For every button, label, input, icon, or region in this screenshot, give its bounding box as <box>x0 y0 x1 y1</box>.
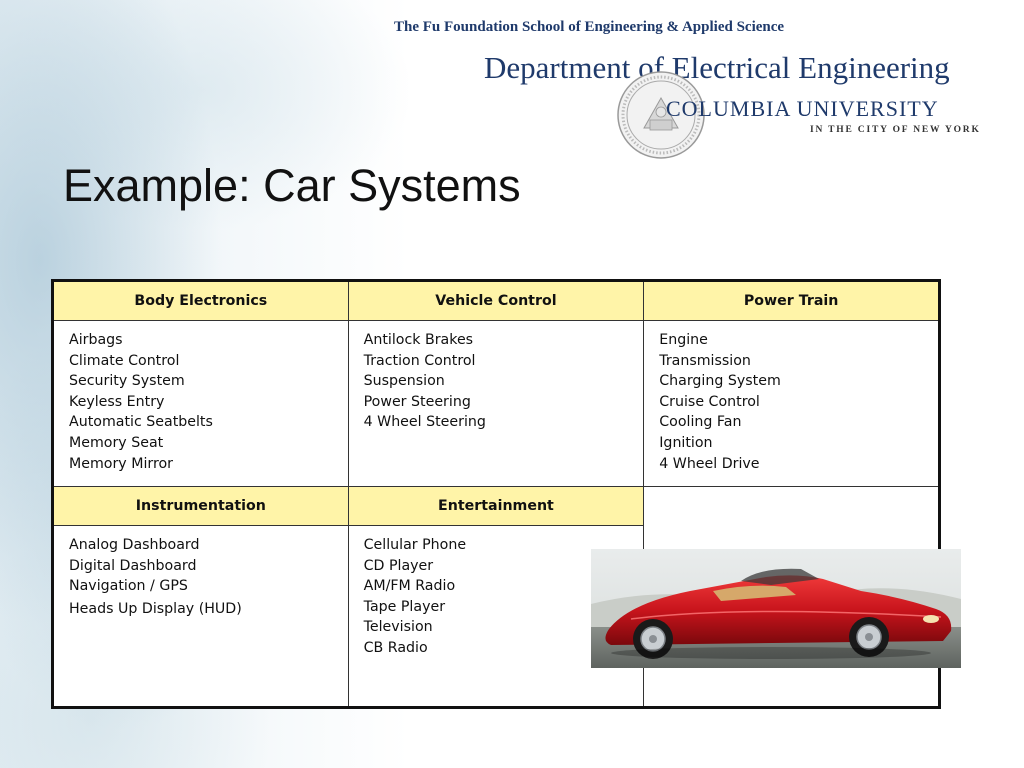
header-vehicle-control: Vehicle Control <box>347 280 645 321</box>
list-item: Suspension <box>363 373 445 390</box>
red-convertible-car-image <box>591 549 961 668</box>
university-name: COLUMBIA UNIVERSITY <box>666 96 939 121</box>
list-item: Tape Player <box>363 598 446 615</box>
list-item: Memory Mirror <box>69 455 174 472</box>
list-item: Climate Control <box>69 352 180 369</box>
list-item: Charging System <box>659 373 781 390</box>
list-item: Engine <box>659 332 708 348</box>
body-electronics-cell: Airbags Climate Control Security System … <box>52 320 349 487</box>
list-item: Cellular Phone <box>363 537 467 553</box>
list-item: Digital Dashboard <box>69 557 197 574</box>
list-item: Airbags <box>69 332 123 348</box>
list-item: 4 Wheel Drive <box>659 455 760 472</box>
table-header-row: Body Electronics Vehicle Control Power T… <box>52 280 940 321</box>
instrumentation-cell: Analog Dashboard Digital Dashboard Navig… <box>52 525 349 708</box>
header-entertainment: Entertainment <box>347 486 645 526</box>
header-body-electronics: Body Electronics <box>52 280 349 321</box>
university-seal-icon <box>617 71 705 159</box>
list-item: AM/FM Radio <box>363 578 456 595</box>
list-item: 4 Wheel Steering <box>363 414 486 431</box>
list-item: Automatic Seatbelts <box>69 414 213 431</box>
list-item: Analog Dashboard <box>69 537 200 553</box>
table-header-row: Instrumentation Entertainment <box>52 486 940 708</box>
department-name: Department of Electrical Engineering <box>484 50 950 85</box>
list-item: Cruise Control <box>659 393 760 410</box>
header-instrumentation: Instrumentation <box>52 486 349 526</box>
list-item: Power Steering <box>363 393 471 410</box>
list-item: Memory Seat <box>69 434 164 451</box>
university-location: IN THE CITY OF NEW YORK <box>810 125 981 135</box>
list-item: Traction Control <box>363 352 476 369</box>
school-name: The Fu Foundation School of Engineering … <box>394 19 785 35</box>
vehicle-control-cell: Antilock Brakes Traction Control Suspens… <box>347 320 645 487</box>
list-item: Heads Up Display (HUD) <box>69 600 242 617</box>
header-power-train: Power Train <box>643 280 940 321</box>
power-train-cell: Engine Transmission Charging System Crui… <box>643 320 940 487</box>
list-item: Security System <box>69 373 185 390</box>
list-item: Cooling Fan <box>659 414 742 431</box>
list-item: Transmission <box>659 352 751 369</box>
list-item: CD Player <box>363 557 434 574</box>
slide-title: Example: Car Systems <box>63 160 521 211</box>
list-item: Antilock Brakes <box>363 332 474 348</box>
list-item: Television <box>363 619 433 636</box>
list-item: Navigation / GPS <box>69 578 188 595</box>
list-item: Ignition <box>659 434 713 451</box>
list-item: CB Radio <box>363 639 428 656</box>
table-row: Airbags Climate Control Security System … <box>52 320 940 487</box>
list-item: Keyless Entry <box>69 393 165 410</box>
